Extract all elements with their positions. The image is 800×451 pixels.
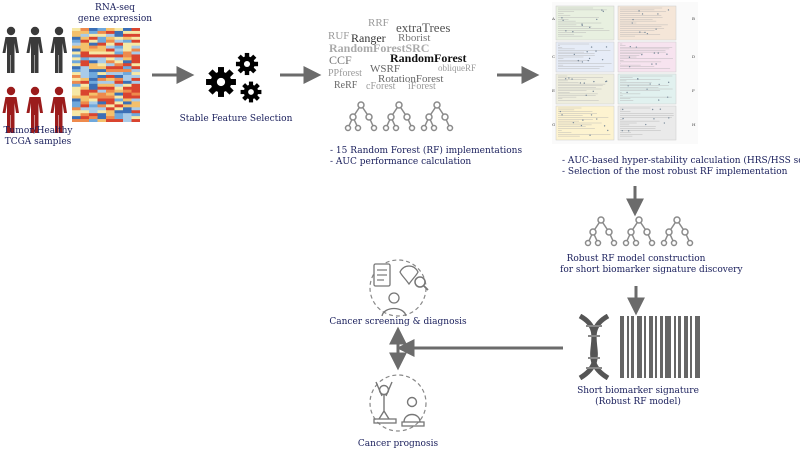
rf-impl-ranger: Ranger	[351, 31, 386, 45]
barcode-icon	[620, 316, 700, 378]
robust-model-line1: Robust RF model construction	[566, 254, 706, 264]
rf-impl-rrf: RRF	[368, 17, 389, 29]
rf-bullets: - 15 Random Forest (RF) implementations …	[330, 146, 522, 168]
panel-letter-H: H	[692, 122, 696, 127]
rf-impl-rborist: Rborist	[398, 32, 431, 44]
stability-bullets: - AUC-based hyper-stability calculation …	[562, 156, 800, 178]
rf-bullet-implementations: - 15 Random Forest (RF) implementations	[330, 146, 523, 156]
panel-letter-D: D	[692, 54, 695, 59]
robust-model-label: Robust RF model construction for short b…	[560, 254, 743, 276]
hyper-stability-plot: A B C D E F G H	[552, 2, 698, 144]
uterus-icon	[399, 265, 419, 286]
panel-letter-F: F	[692, 88, 695, 93]
gene-expression-heatmap	[72, 28, 140, 122]
gears-icon	[203, 50, 266, 106]
rf-impl-randomforestsrc: RandomForestSRC	[329, 41, 430, 55]
rnaseq-title: RNA-seq gene expression	[60, 3, 170, 25]
rf-impl-rerf: ReRF	[334, 80, 358, 91]
screening-label: Cancer screening & diagnosis	[329, 317, 467, 327]
screening-icon	[369, 259, 429, 317]
rf-impl-ppforest: PPforest	[328, 68, 362, 79]
panel-letter-G: G	[552, 122, 555, 127]
doctor-icon	[406, 396, 418, 408]
rf-impl-obliquerf: obliqueRF	[438, 63, 477, 73]
rf-trees-icon	[344, 101, 454, 132]
rf-word-cloud: RRF extraTrees Ranger Rborist RUF Random…	[326, 14, 498, 94]
signature-line2: (Robust RF model)	[595, 397, 681, 407]
samples-label-line2: TCGA samples	[4, 137, 72, 147]
rf-impl-cforest: cForest	[366, 81, 396, 92]
samples-label-line1: Tumor/Healthy	[3, 126, 73, 136]
rf-impl-wsrf: WSRF	[370, 63, 400, 75]
rf-impl-ruf: RUF	[328, 30, 350, 42]
rf-impl-randomforest: RandomForest	[390, 51, 467, 65]
feature-selection-label: Stable Feature Selection	[179, 114, 293, 124]
signature-label: Short biomarker signature (Robust RF mod…	[562, 386, 714, 408]
panel-letter-B: B	[692, 16, 695, 21]
magnifier-icon	[414, 276, 426, 288]
rnaseq-title-line2: gene expression	[77, 14, 153, 24]
stability-bullet-hrs-hss: - AUC-based hyper-stability calculation …	[562, 156, 800, 166]
robust-rf-trees-icon	[584, 216, 694, 247]
rf-impl-rotationforest: RotationForest	[378, 73, 444, 85]
prognosis-label: Cancer prognosis	[357, 439, 439, 449]
panel-letter-E: E	[552, 88, 555, 93]
dna-icon	[578, 314, 610, 380]
stability-bullet-selection: - Selection of the most robust RF implem…	[562, 167, 788, 177]
dna-barcode-icon	[578, 314, 700, 380]
rnaseq-title-line1: RNA-seq	[95, 3, 135, 13]
samples-label: Tumor/Healthy TCGA samples	[0, 126, 76, 148]
rf-impl-extratrees: extraTrees	[396, 20, 451, 35]
signature-line1: Short biomarker signature	[577, 386, 699, 396]
panel-letter-A: A	[552, 16, 555, 21]
prognosis-icon	[369, 374, 427, 432]
robust-model-line2: for short biomarker signature discovery	[560, 265, 743, 275]
rf-impl-iforest: iForest	[408, 81, 436, 92]
rf-bullet-auc: - AUC performance calculation	[330, 157, 472, 167]
rf-impl-ccf: CCF	[329, 53, 352, 67]
panel-letter-C: C	[552, 54, 555, 59]
